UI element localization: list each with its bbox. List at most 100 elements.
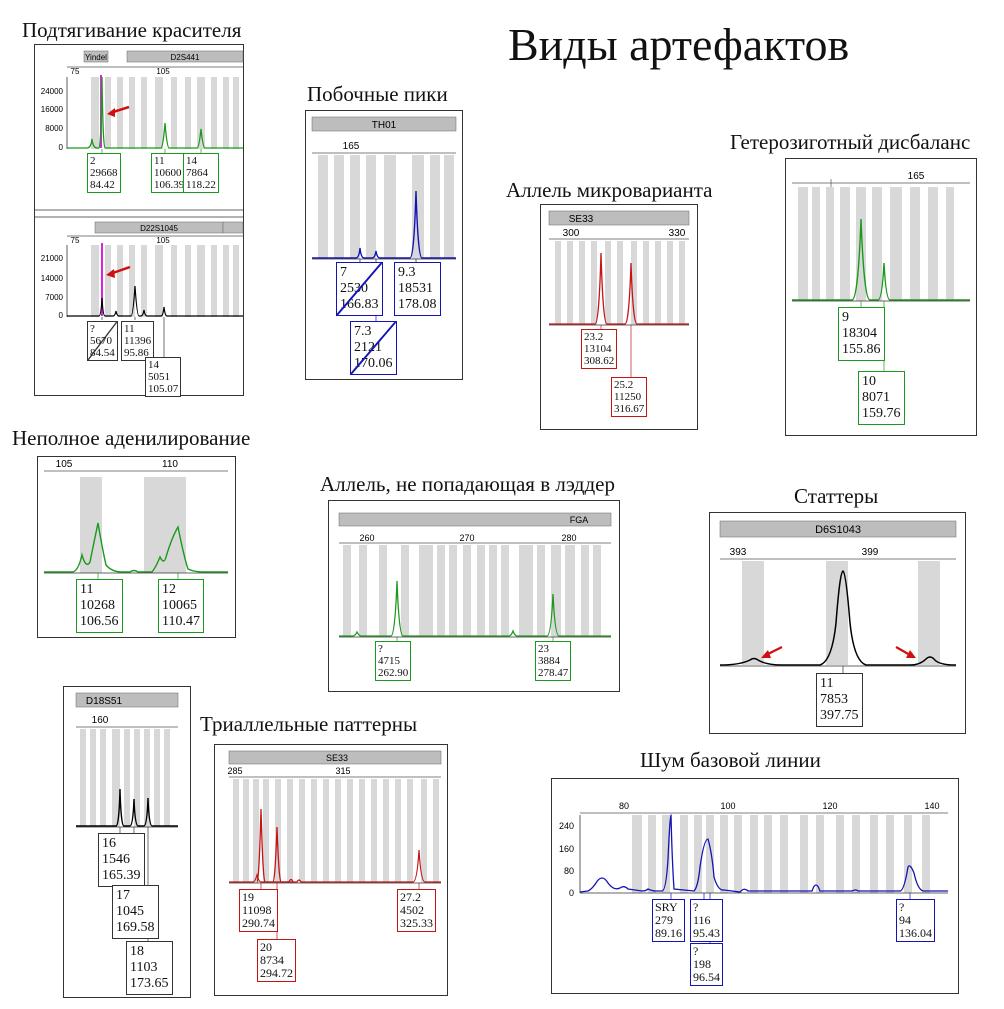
stutters-plot: D6S1043 393 399 bbox=[719, 520, 957, 673]
d18s51-x-tick-1: 160 bbox=[92, 715, 109, 726]
stutters-x-tick-2: 399 bbox=[862, 547, 879, 558]
noise-trace bbox=[579, 814, 948, 893]
offladder-x-tick-2: 270 bbox=[459, 533, 474, 543]
offladder-header: FGA bbox=[570, 515, 589, 525]
triallelic-x-tick-2: 315 bbox=[335, 766, 350, 776]
noise-plot: 80 100 120 140 240 160 80 0 bbox=[559, 801, 948, 943]
pullup-bottom-bins bbox=[91, 245, 239, 317]
pullup-y-tick-2: 16000 bbox=[41, 105, 64, 114]
noise-x-tick-1: 80 bbox=[619, 801, 629, 811]
microvariant-x-tick-2: 330 bbox=[669, 228, 686, 239]
pullup-top-trace bbox=[67, 76, 243, 149]
microvariant-trace bbox=[549, 252, 689, 325]
triallelic-header: SE33 bbox=[326, 753, 348, 763]
page-title: Виды артефактов bbox=[508, 19, 850, 70]
triallelic-bins bbox=[233, 779, 439, 883]
noise-bins bbox=[632, 815, 930, 893]
noise-x-tick-2: 100 bbox=[720, 801, 735, 811]
noise-y-tick-4: 0 bbox=[569, 888, 574, 898]
panel-pullup: Yindel D2S441 75 105 24000 16000 8000 0 bbox=[34, 44, 244, 397]
stutters-trace bbox=[719, 570, 957, 666]
sidepeaks-x-tick-1: 165 bbox=[343, 141, 360, 152]
offladder-plot: FGA 260 270 280 bbox=[338, 512, 612, 641]
stutters-x-tick-1: 393 bbox=[730, 547, 747, 558]
imbalance-plot: 165 bbox=[792, 171, 970, 371]
microvariant-x-tick-1: 300 bbox=[563, 228, 580, 239]
adenylation-bins bbox=[80, 477, 186, 573]
pullup-header-locus: D2S441 bbox=[171, 53, 200, 62]
triallelic-x-tick-1: 285 bbox=[227, 766, 242, 776]
pullup-bottom-header: D22S1045 75 105 bbox=[67, 221, 244, 245]
sidepeaks-header: TH01 bbox=[372, 120, 397, 131]
pullup-x-tick-2: 105 bbox=[156, 67, 170, 76]
adenylation-plot: 105 110 bbox=[44, 459, 228, 579]
imbalance-x-tick-1: 165 bbox=[908, 171, 925, 182]
panel-title-imbalance: Гетерозиготный дисбаланс bbox=[730, 130, 971, 154]
stutters-right-arrow-icon bbox=[895, 646, 911, 656]
adenylation-x-tick-2: 110 bbox=[162, 459, 178, 470]
imbalance-trace bbox=[792, 218, 970, 301]
offladder-trace bbox=[339, 580, 611, 637]
triallelic-plot: SE33 285 315 bbox=[227, 750, 442, 939]
pullup-bottom-y-tick-1: 21000 bbox=[41, 254, 64, 263]
d18s51-header: D18S51 bbox=[86, 696, 123, 707]
pullup-x-tick-1: 75 bbox=[71, 67, 80, 76]
triallelic-trace-right bbox=[229, 849, 441, 883]
pullup-bottom-x-tick-2: 105 bbox=[156, 236, 170, 245]
pullup-top-bins bbox=[91, 77, 239, 149]
pullup-y-tick-3: 8000 bbox=[45, 124, 63, 133]
panel-title-microvariant: Аллель микроварианта bbox=[506, 178, 713, 202]
offladder-bins bbox=[343, 545, 601, 637]
sidepeaks-plot: TH01 165 bbox=[311, 116, 457, 321]
pullup-plot: Yindel D2S441 75 105 24000 16000 8000 0 bbox=[35, 50, 244, 357]
pullup-header-tag: Yindel bbox=[85, 53, 107, 62]
microvariant-plot: SE33 300 330 bbox=[548, 210, 690, 377]
pullup-bottom-y-tick-4: 0 bbox=[59, 311, 64, 320]
noise-y-tick-2: 160 bbox=[559, 844, 574, 854]
sidepeaks-trace bbox=[312, 190, 456, 259]
panel-title-stutters: Статтеры bbox=[794, 484, 879, 508]
noise-y-tick-1: 240 bbox=[559, 821, 574, 831]
noise-x-tick-3: 120 bbox=[822, 801, 837, 811]
panel-title-noise: Шум базовой линии bbox=[640, 748, 821, 772]
stutters-bins bbox=[742, 561, 940, 665]
pullup-bottom-y-tick-3: 7000 bbox=[45, 293, 63, 302]
pullup-top-header: Yindel D2S441 75 105 bbox=[67, 50, 244, 76]
offladder-x-tick-3: 280 bbox=[561, 533, 576, 543]
panel-title-triallelic: Триаллельные паттерны bbox=[200, 712, 418, 736]
